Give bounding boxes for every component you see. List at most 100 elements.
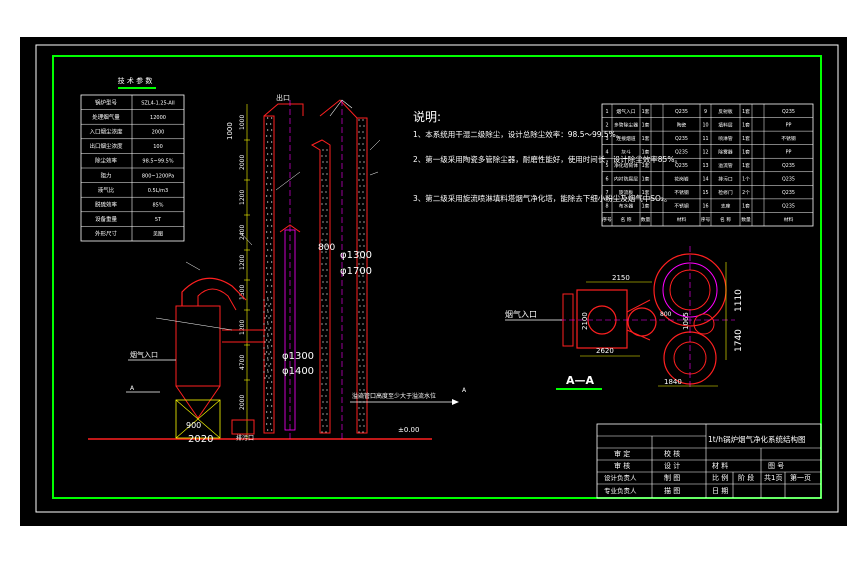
wall-hatch-dot (326, 413, 328, 415)
spray-pipe (284, 229, 296, 431)
parts-table-cell: 多管除尘器 (614, 121, 638, 128)
note-3: 3、第二级采用旋流喷淋填料塔烟气净化塔，能除去下细小粉尘及烟气中SO₂。 (413, 193, 671, 203)
plan-dim-1840: 1840 (664, 378, 682, 386)
wall-hatch-dot (267, 393, 269, 395)
wall-hatch-dot (326, 269, 328, 271)
wall-hatch-dot (362, 431, 364, 433)
wall-hatch-dot (270, 279, 272, 281)
wall-hatch-dot (326, 329, 328, 331)
wall-hatch-dot (270, 303, 272, 305)
wall-hatch-dot (322, 293, 324, 295)
wall-hatch-dot (270, 339, 272, 341)
wall-hatch-dot (270, 171, 272, 173)
parts-table-cell: 11 (702, 136, 708, 142)
wall-hatch-dot (271, 225, 273, 227)
wall-hatch-dot (270, 399, 272, 401)
wall-hatch-dot (359, 209, 361, 211)
wall-hatch-dot (266, 123, 268, 125)
wall-hatch-dot (267, 323, 269, 325)
wall-hatch-dot (362, 179, 364, 181)
leader-lines (155, 139, 381, 331)
wall-hatch-dot (325, 359, 327, 361)
parts-table-cell: Q235 (782, 204, 795, 210)
parts-table-cell: 1套 (642, 148, 650, 155)
wall-hatch-dot (362, 119, 364, 121)
wall-hatch-dot (322, 173, 324, 175)
wall-hatch-dot (266, 147, 268, 149)
wall-hatch-dot (359, 317, 361, 319)
wall-hatch-dot (358, 347, 360, 349)
tb-material: 材 料 (712, 461, 728, 470)
wall-hatch-dot (363, 389, 365, 391)
wall-hatch-dot (266, 231, 268, 233)
wall-hatch-dot (267, 321, 269, 323)
tb-designer: 设计负责人 (604, 473, 637, 482)
wall-hatch-dot (321, 347, 323, 349)
wall-hatch-dot (266, 399, 268, 401)
parts-table-cell: 1 (605, 109, 608, 115)
wall-hatch-dot (326, 377, 328, 379)
parts-table-cell: Q235 (782, 109, 795, 115)
parts-table-cell: Q235 (782, 190, 795, 196)
wall-hatch-dot (326, 401, 328, 403)
wall-hatch-dot (267, 189, 269, 191)
wall-hatch-dot (266, 279, 268, 281)
wall-hatch-dot (325, 395, 327, 397)
parts-table-cell: 1套 (642, 176, 650, 183)
wall-hatch-dot (322, 401, 324, 403)
parts-table-cell: 1套 (642, 121, 650, 128)
wall-hatch-dot (363, 365, 365, 367)
wall-hatch-dot (326, 209, 328, 211)
wall-hatch-dot (271, 333, 273, 335)
wall-hatch-dot (270, 327, 272, 329)
wall-hatch-dot (267, 237, 269, 239)
tb-sheet-no: 第一页 (790, 473, 811, 482)
wall-hatch-dot (267, 309, 269, 311)
wall-hatch-dot (321, 179, 323, 181)
wall-hatch-dot (362, 239, 364, 241)
wall-hatch-dot (270, 195, 272, 197)
tech-table-value: 100 (153, 144, 163, 150)
wall-hatch-dot (362, 407, 364, 409)
wall-hatch-dot (363, 413, 365, 415)
wall-hatch-dot (322, 185, 324, 187)
wall-hatch-dot (325, 383, 327, 385)
tech-table-label: 除尘效率 (95, 157, 118, 165)
wall-hatch-dot (321, 215, 323, 217)
wall-hatch-dot (359, 305, 361, 307)
wall-hatch-dot (326, 317, 328, 319)
wall-hatch-dot (358, 431, 360, 433)
wall-hatch-dot (271, 117, 273, 119)
wall-hatch-dot (362, 215, 364, 217)
parts-table-cell: 名 称 (620, 216, 631, 223)
note-1: 1、本系统用干湿二级除尘，设计总除尘效率：98.5～99.5%。 (413, 129, 623, 139)
wall-hatch-dot (363, 221, 365, 223)
wall-hatch-dot (267, 177, 269, 179)
wall-hatch-dot (321, 431, 323, 433)
wall-hatch-dot (322, 269, 324, 271)
drain-label: 排污口 (236, 434, 254, 442)
parts-table-cell: 13 (702, 163, 708, 169)
wall-hatch-dot (267, 297, 269, 299)
wall-hatch-dot (363, 269, 365, 271)
wall-hatch-dot (267, 417, 269, 419)
parts-table-frame (601, 103, 814, 227)
wall-hatch-dot (326, 149, 328, 151)
wall-hatch-dot (362, 263, 364, 265)
plan-dim-2620: 2620 (596, 347, 614, 355)
wall-hatch-dot (358, 359, 360, 361)
note-2: 2、第一级采用陶瓷多管除尘器，耐磨性能好，使用时间长，设计除尘效率85%。 (413, 154, 682, 164)
wall-hatch-dot (363, 425, 365, 427)
parts-table-cell: 1套 (642, 162, 650, 169)
wall-hatch-dot (362, 203, 364, 205)
wall-hatch-dot (268, 365, 270, 367)
wall-hatch-dot (325, 191, 327, 193)
wall-hatch-dot (321, 203, 323, 205)
wall-hatch-dot (359, 365, 361, 367)
wall-hatch-dot (358, 155, 360, 157)
parts-table-cell: 烟气入口 (616, 108, 635, 115)
wall-hatch-dot (264, 377, 266, 379)
parts-table-cell: 7 (605, 190, 608, 196)
wall-hatch-dot (267, 213, 269, 215)
